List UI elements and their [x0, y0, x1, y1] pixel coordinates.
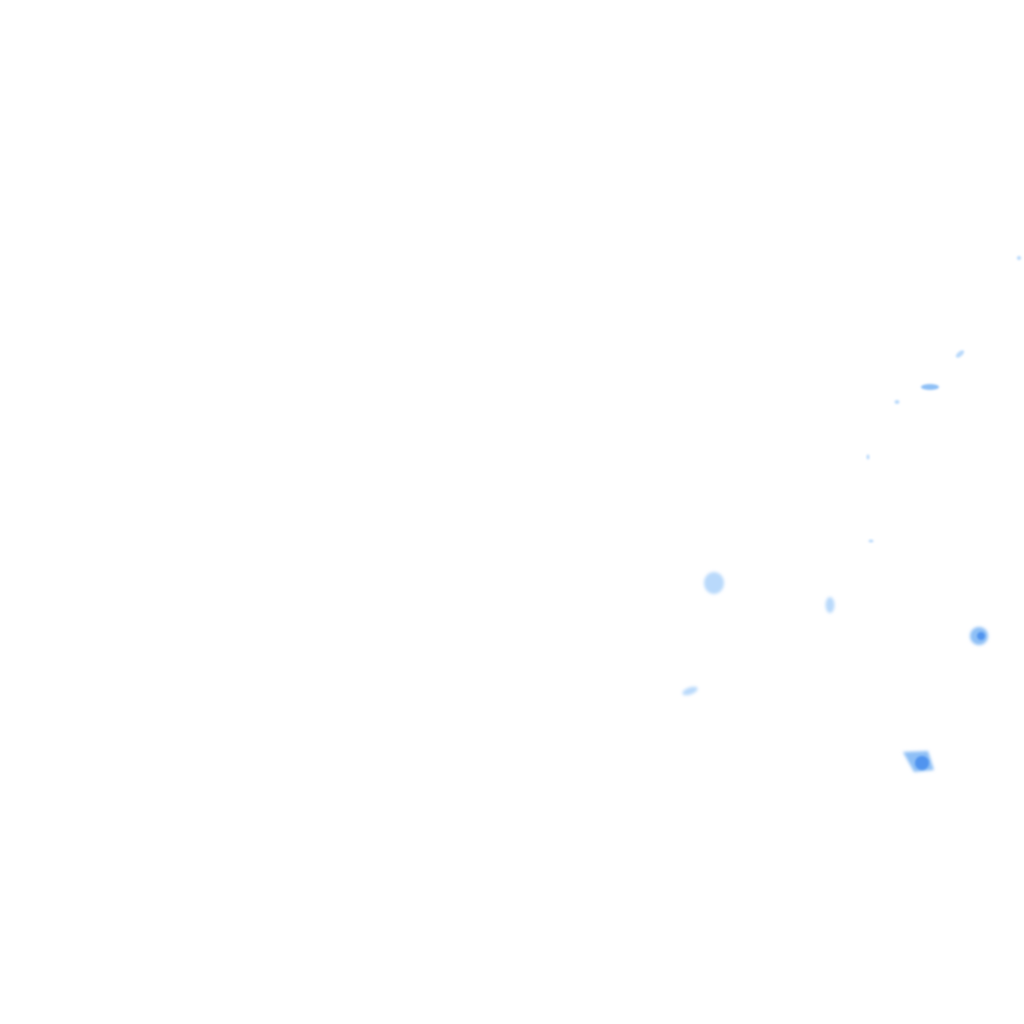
speck [977, 632, 985, 640]
speck [1017, 256, 1021, 260]
speck [915, 756, 929, 770]
speck [894, 400, 900, 404]
speck [704, 572, 724, 594]
speck [825, 597, 835, 613]
speck [868, 539, 874, 543]
speck [921, 384, 939, 390]
speck [682, 686, 698, 696]
speck [866, 454, 870, 460]
speck [955, 350, 965, 358]
